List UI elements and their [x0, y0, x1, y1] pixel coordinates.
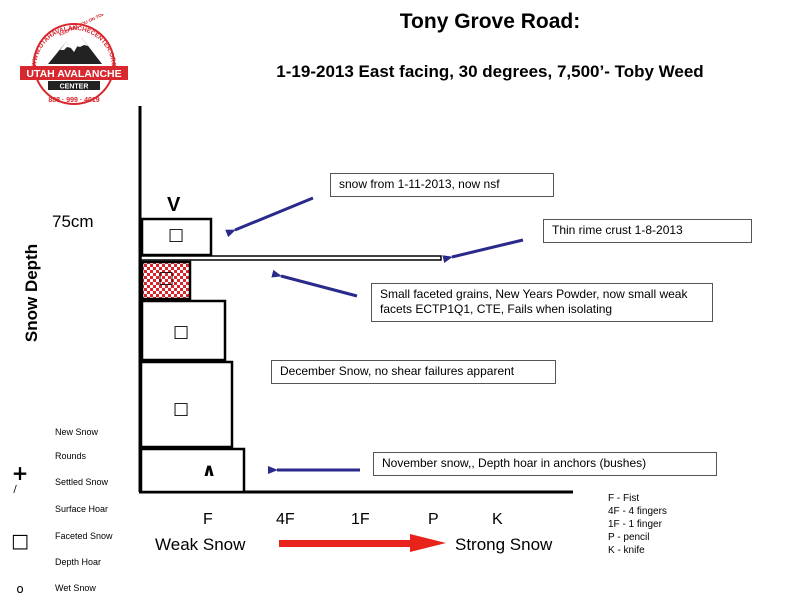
faceted-snow-icon: □ — [11, 530, 29, 552]
weak-strong-arrow-shaft — [279, 540, 412, 547]
annotation-december-snow: December Snow, no shear failures apparen… — [271, 360, 556, 384]
surface-symbol: V — [167, 194, 181, 216]
pointer-arrow — [442, 238, 524, 263]
hardness-tick-k: K — [492, 511, 503, 528]
layer-box — [140, 217, 213, 257]
annotation-faceted-grains: Small faceted grains, New Years Powder, … — [371, 283, 713, 322]
new-snow-icon: + — [12, 461, 29, 485]
depth-marker: 75cm — [52, 212, 94, 231]
legend-settled-snow: Settled Snow — [55, 477, 109, 487]
logo-center: CENTER — [60, 84, 89, 91]
legend-depth-hoar: Depth Hoar — [55, 557, 102, 567]
rime-crust-layer — [140, 255, 442, 261]
page-title: Tony Grove Road: — [399, 10, 581, 33]
hardness-tick-f: F — [203, 511, 213, 528]
mountain-icon — [48, 38, 102, 64]
hardness-tick-1f: 1F — [351, 511, 370, 528]
weak-layer-box — [140, 260, 192, 301]
legend-rounds: Rounds — [55, 451, 87, 461]
depth-hoar-icon: ∧ — [202, 460, 217, 481]
hardness-tick-4f: 4F — [276, 511, 295, 528]
pointer-arrow — [225, 196, 314, 238]
annotation-rime-crust: Thin rime crust 1-8-2013 — [543, 219, 752, 243]
uac-logo: WWW.UTAHAVALANCHECENTER.ORG UTAH AVALANC… — [20, 14, 128, 105]
annotation-snow-1-11: snow from 1-11-2013, now nsf — [330, 173, 554, 197]
legend-new-snow: New Snow — [55, 427, 99, 437]
page-subtitle: 1-19-2013 East facing, 30 degrees, 7,500… — [276, 62, 704, 81]
weak-strong-arrow-head — [410, 534, 446, 552]
strong-snow-label: Strong Snow — [455, 535, 553, 554]
logo-subbanner — [48, 81, 100, 90]
wet-snow-icon: o — [16, 582, 23, 596]
logo-ring — [33, 23, 115, 105]
hardness-key-4f: 4F - 4 fingers — [608, 506, 667, 517]
faceted-snow-icon: □ — [168, 225, 184, 245]
hardness-key-knife: K - knife — [608, 545, 645, 556]
legend-wet-snow: Wet Snow — [55, 583, 96, 593]
snowcap-icon — [60, 42, 71, 50]
settled-snow-icon: / — [13, 484, 17, 495]
snowcap-icon — [76, 38, 88, 47]
legend-surface-hoar: Surface Hoar — [55, 504, 109, 514]
weak-snow-label: Weak Snow — [155, 535, 246, 554]
hardness-tick-p: P — [428, 511, 439, 528]
hardness-key-1f: 1F - 1 finger — [608, 519, 662, 530]
faceted-snow-icon: □ — [173, 399, 189, 419]
faceted-snow-icon: □ — [173, 322, 189, 342]
faceted-snow-icon: □ — [158, 268, 174, 288]
logo-name: UTAH AVALANCHE — [26, 68, 121, 80]
layer-box — [139, 360, 234, 449]
pointer-arrow — [271, 269, 358, 298]
layer-box — [140, 299, 227, 362]
annotation-november-snow: November snow,, Depth hoar in anchors (b… — [373, 452, 717, 476]
logo-phone: 888 · 999 · 4019 — [48, 97, 99, 104]
logo-banner — [20, 66, 128, 80]
hardness-key-fist: F - Fist — [608, 493, 640, 504]
legend-faceted-snow: Faceted Snow — [55, 531, 113, 541]
layer-box — [139, 447, 246, 494]
hardness-key-pencil: P - pencil — [608, 532, 650, 543]
